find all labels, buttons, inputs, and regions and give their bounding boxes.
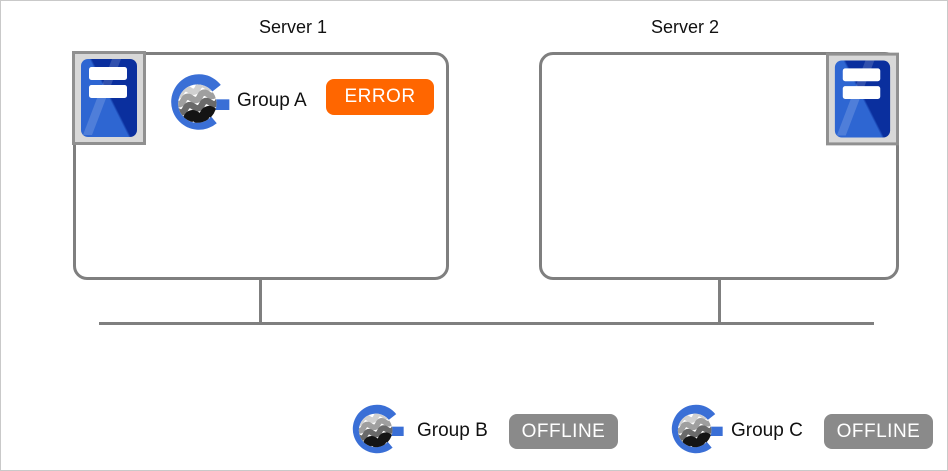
server-2-connector-line [718,278,721,323]
server-2-title: Server 2 [650,17,720,37]
cluster-group-logo-icon [352,404,404,454]
group-a-status-badge: ERROR [326,79,434,115]
group-c-status-badge: OFFLINE [824,414,933,449]
server-1-connector-line [259,278,262,323]
cluster-group-logo-icon [671,404,723,454]
server-icon [72,51,146,145]
network-bus-line [99,322,874,325]
server-icon [826,52,899,146]
cluster-group-logo-icon [171,74,230,130]
server-1-title: Server 1 [258,17,328,37]
group-b-label: Group B [417,420,488,441]
group-c-label: Group C [731,420,803,441]
group-a-label: Group A [237,90,307,111]
group-b-status-badge: OFFLINE [509,414,618,449]
